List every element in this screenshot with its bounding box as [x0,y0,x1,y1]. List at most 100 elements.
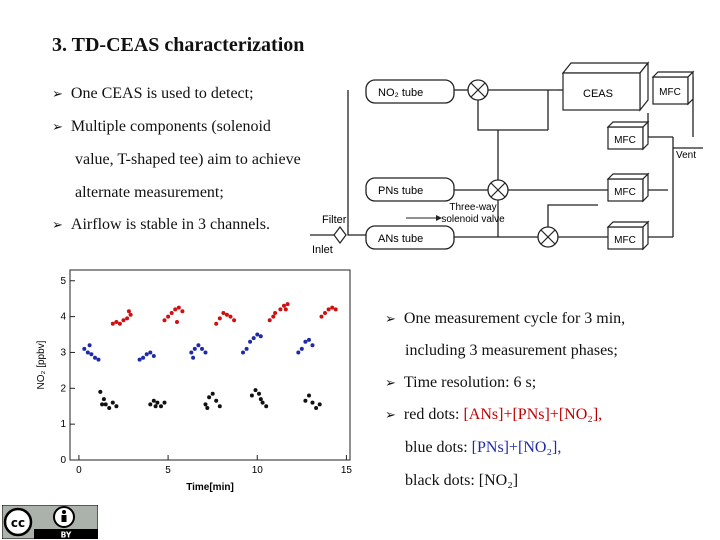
black-data-point [148,402,153,407]
black-data-point [210,391,215,396]
ans-tube [365,225,455,250]
cc-license-badge: cc BY [2,505,98,539]
black-data-point [162,400,167,405]
red-data-point [166,314,171,319]
black-data-point [253,388,258,393]
x-axis-label: Time[min] [186,482,234,493]
bullet-continuation: alternate measurement; [75,184,224,201]
red-data-point [267,318,272,323]
blue-data-point [251,336,256,341]
x-tick-label: 15 [341,465,353,476]
no2-tube-label: NO₂ tube [378,87,423,99]
black-data-point [264,404,269,409]
valve-label: solenoid valve [441,214,505,225]
blue-data-point [87,343,92,348]
no2-tube [365,79,455,104]
black-data-point [257,391,261,396]
black-data-point [101,397,106,402]
blue-data-point [244,346,249,351]
blue-data-point [255,332,260,337]
black-data-point [155,400,160,405]
bullet-item: ➢red dots: [ANs]+[PNs]+[NO₂], [385,406,603,423]
blue-data-point [196,343,201,348]
red-data-point [176,305,181,310]
red-data-point [333,307,338,312]
bullet-arrow-icon: ➢ [385,408,396,423]
black-data-point [107,406,112,410]
black-data-point [317,402,322,407]
red-data-point [330,305,335,310]
data-points [82,302,338,410]
red-data-point [175,320,179,324]
black-data-point [103,402,108,407]
svg-text:cc: cc [11,516,25,530]
black-data-point [314,406,319,410]
black-data-point [307,393,311,398]
red-data-point [224,312,229,317]
inlet-label: Inlet [312,244,333,256]
blue-data-point [144,352,149,357]
red-data-point [110,321,115,326]
black-data-point [98,389,103,394]
blue-data-point [137,357,142,362]
black-data-point [151,398,156,403]
blue-data-point [191,355,196,360]
black-data-point [100,402,105,407]
blue-data-point [203,350,208,355]
blue-data-point [189,350,194,355]
y-tick-label: 4 [60,312,66,323]
blue-data-point [258,334,263,339]
black-data-point [114,404,119,409]
x-tick-label: 0 [76,465,82,476]
slide-title: 3. TD-CEAS characterization [52,34,305,56]
blue-data-point [96,357,101,362]
filter-label: Filter [322,214,347,226]
red-data-point [169,311,174,315]
black-data-point [205,406,210,410]
blue-data-point [85,350,90,355]
black-data-point [207,395,212,400]
cc-icon [3,507,33,537]
red-data-point [271,314,276,319]
red-data-point [323,311,327,315]
red-data-point [285,302,290,307]
blue-data-point [303,339,308,344]
y-axis-label: NO₂ [ppbv] [36,340,47,389]
red-data-point [128,312,133,317]
red-data-point [121,318,126,323]
blue-data-point [241,350,245,355]
blue-data-point [307,337,311,342]
mfc-label: MFC [614,187,636,198]
ceas-box [562,72,641,111]
plot-frame [69,269,351,461]
black-data-point [153,404,158,409]
blue-data-point [148,350,153,355]
bullet-item: ➢One CEAS is used to detect; [52,85,254,102]
blue-data-point [299,346,304,351]
red-data-point [114,320,119,324]
red-data-point [326,307,331,312]
red-data-point [232,318,237,323]
red-data-point [283,307,288,312]
bullet-arrow-icon: ➢ [52,120,63,135]
red-dots-value: [ANs]+[PNs]+[NO₂], [463,406,603,423]
ceas-label: CEAS [583,88,613,100]
red-data-point [125,316,130,321]
black-data-point [303,398,308,403]
blue-data-point [248,339,253,344]
bullet-item: ➢Multiple components (solenoid [52,118,271,135]
bullet-arrow-icon: ➢ [385,312,396,327]
filter-icon [333,226,347,244]
bullet-continuation: including 3 measurement phases; [405,342,618,359]
black-data-point [217,404,222,409]
blue-dots-value: [PNs]+[NO₂], [471,439,562,456]
bullet-continuation: value, T-shaped tee) aim to achieve [75,151,301,168]
y-tick-label: 3 [60,347,66,358]
blue-data-point [200,346,204,351]
black-data-point [258,397,263,402]
bullet-continuation: black dots: [NO₂] [405,472,519,489]
valve-label: Three-way [449,202,496,213]
bullet-item: ➢Airflow is stable in 3 channels. [52,216,270,233]
red-data-point [221,311,226,315]
